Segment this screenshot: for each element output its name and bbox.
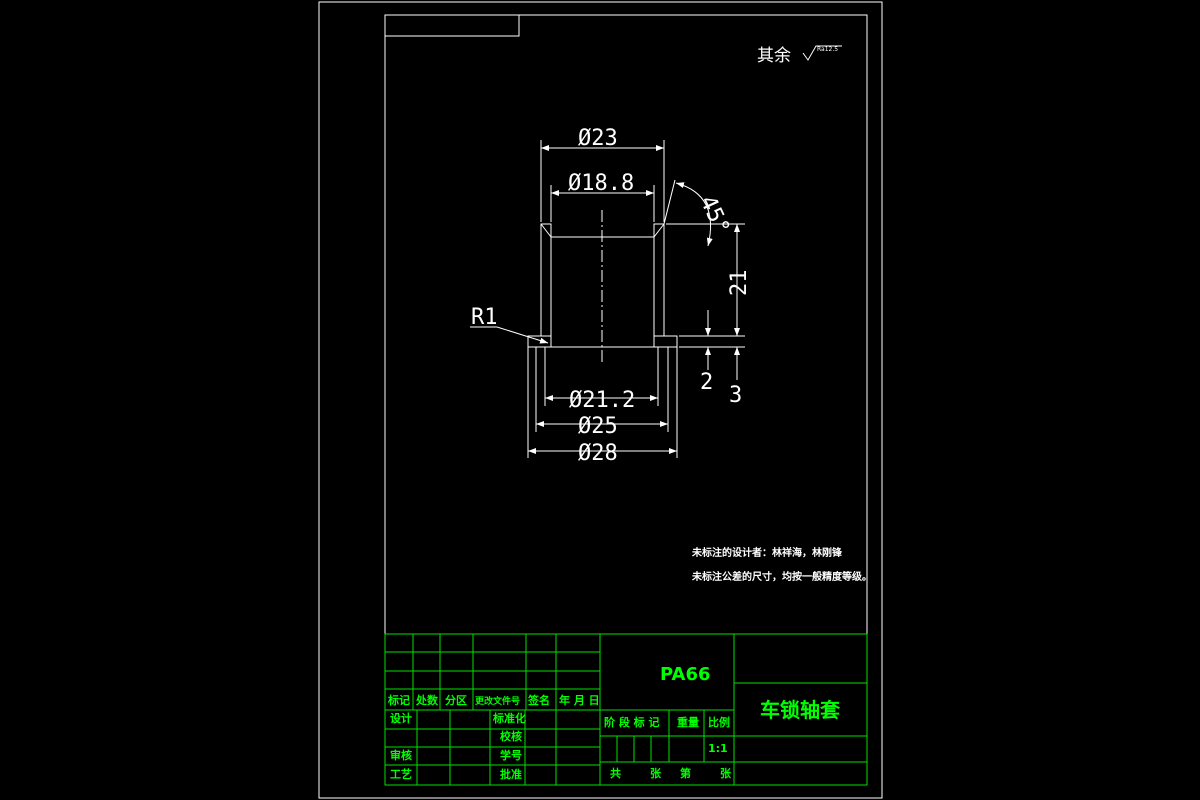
dim-flange-thk-a: 2 [700, 370, 713, 395]
dimension-lines [470, 140, 745, 458]
role-design: 设计 [390, 711, 412, 725]
dim-flange-inner: Ø25 [578, 414, 618, 439]
roughness-label: 其余 [757, 46, 791, 66]
dim-inner-top: Ø18.8 [568, 171, 634, 196]
weight-header: 重量 [677, 715, 699, 729]
rev-header-mark: 标记 [387, 693, 410, 707]
part-section [527, 210, 678, 365]
stage-header: 阶 段 标 记 [604, 715, 660, 729]
sheet-total-unit: 张 [650, 766, 662, 780]
rev-header-docno: 更改文件号 [475, 695, 520, 707]
role-standard: 标准化 [492, 711, 526, 725]
rev-header-date: 年 月 日 [559, 693, 600, 707]
dim-outer-top: Ø23 [578, 126, 618, 151]
sheet-no-label: 第 [680, 766, 691, 780]
roughness-symbol [802, 45, 842, 61]
dim-radius: R1 [471, 305, 498, 330]
role-process: 工艺 [390, 767, 412, 781]
role-mid1: 校核 [500, 729, 522, 743]
material-label: PA66 [660, 664, 711, 685]
part-name: 车锁轴套 [760, 698, 840, 722]
dim-flange-thk-b: 3 [729, 383, 742, 408]
rev-header-count: 处数 [415, 693, 439, 707]
role-check: 审核 [390, 748, 412, 762]
role-mid2: 学号 [500, 748, 522, 762]
note-line-1: 未标注的设计者：林祥海，林刚锋 [691, 546, 843, 559]
note-line-2: 未标注公差的尺寸，均按一般精度等级。 [691, 570, 872, 583]
rev-header-sign: 签名 [527, 693, 550, 707]
outer-border [318, 1, 883, 799]
dim-chamfer-angle: 45° [695, 192, 734, 239]
role-approve: 批准 [500, 767, 522, 781]
sheet-total-label: 共 [610, 766, 621, 780]
roughness-value: Ra12.5 [817, 46, 838, 53]
dim-flange-outer: Ø28 [578, 441, 618, 466]
dim-bore: Ø21.2 [569, 388, 635, 413]
scale-header: 比例 [708, 715, 730, 729]
sheet-no-unit: 张 [720, 766, 732, 780]
corner-code-box [384, 14, 520, 37]
title-block [384, 633, 868, 786]
dim-height: 21 [727, 270, 752, 297]
rev-header-zone: 分区 [445, 693, 467, 707]
scale-value: 1:1 [708, 742, 728, 755]
